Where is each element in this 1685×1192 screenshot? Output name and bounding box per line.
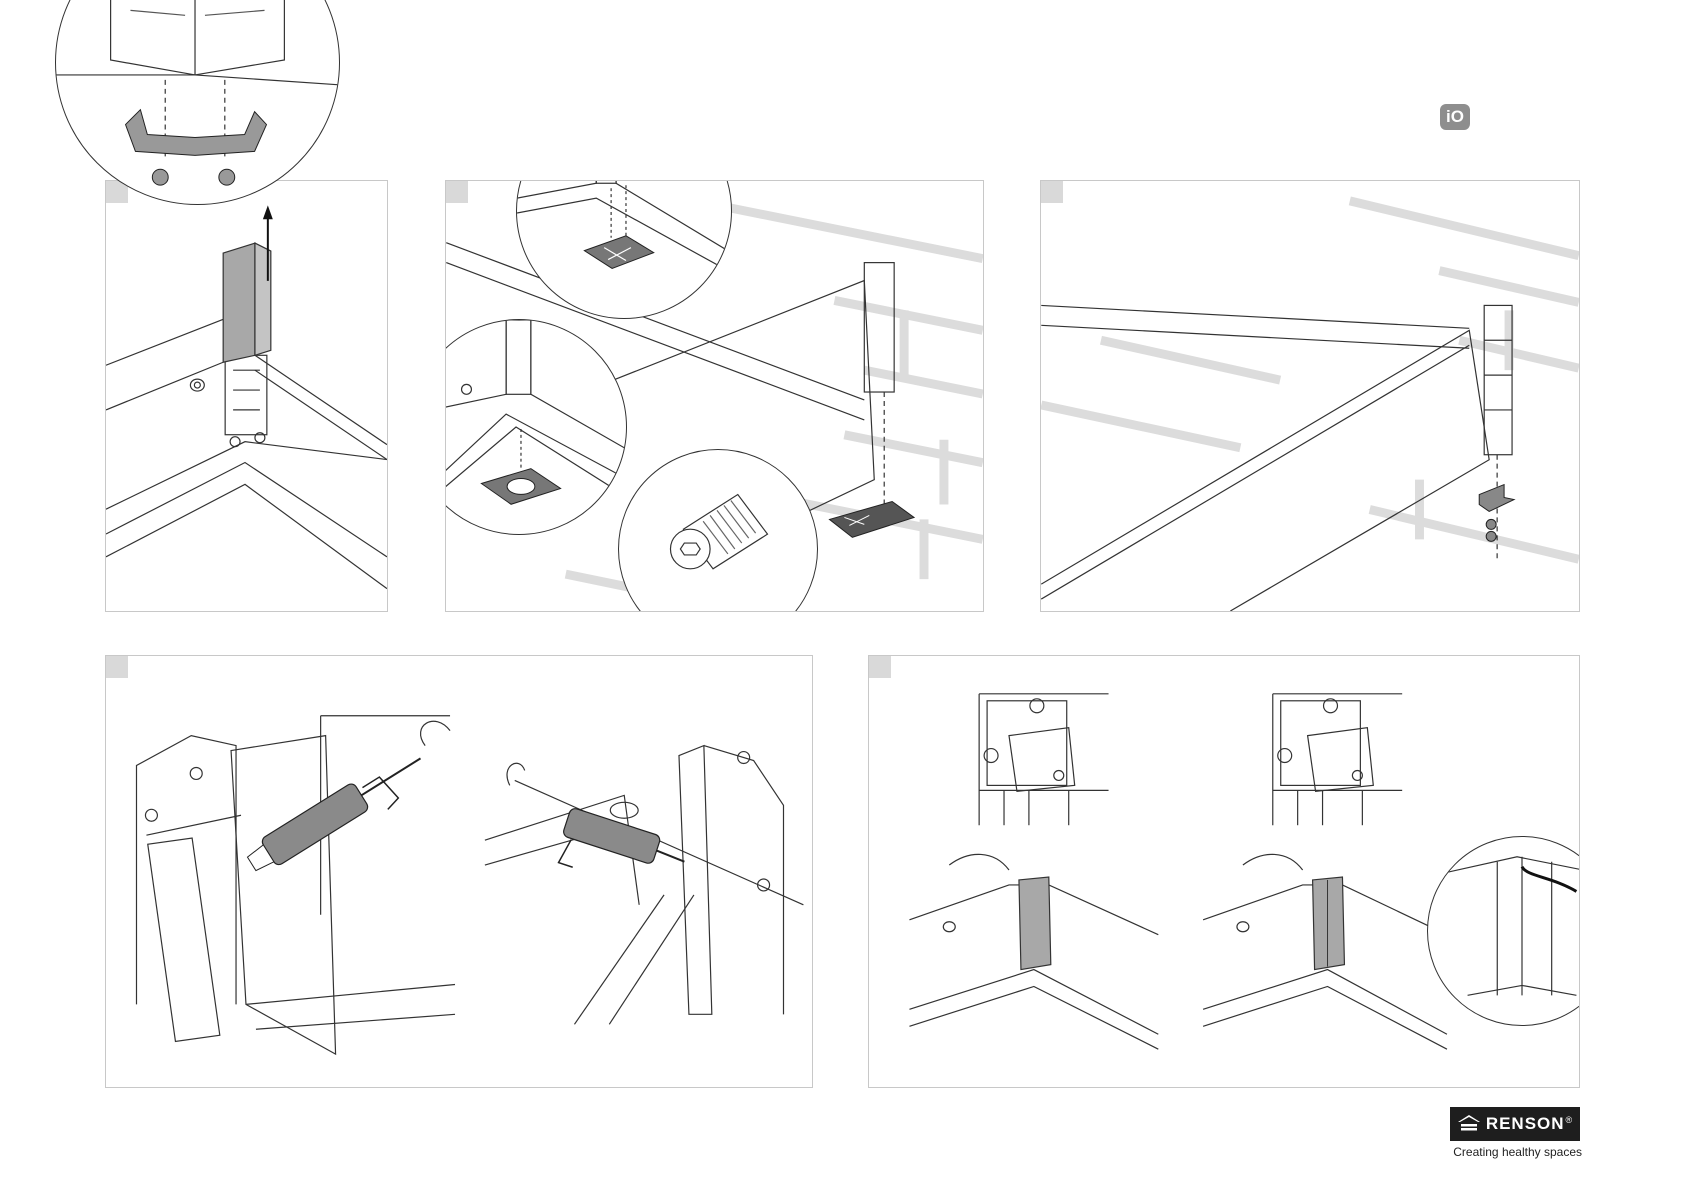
registered-mark: ® xyxy=(1566,1115,1573,1125)
screw-detail-loupe xyxy=(618,449,818,612)
detail-loupe-left xyxy=(445,319,627,535)
cable-detail-loupe xyxy=(1427,836,1580,1026)
step-3-panel xyxy=(1040,180,1580,612)
renson-logo: RENSON® xyxy=(1450,1107,1580,1141)
step-5-panel xyxy=(868,655,1580,1088)
corner-bracket-nuts-illustration xyxy=(1041,181,1579,611)
step-1-panel xyxy=(105,180,388,612)
step-4-panel xyxy=(105,655,813,1088)
logo-tagline: Creating healthy spaces xyxy=(1448,1145,1582,1159)
sealant-gun-application-illustration xyxy=(106,656,812,1087)
io-badge: iO xyxy=(1440,104,1470,130)
logo-wordmark: RENSON xyxy=(1486,1114,1565,1134)
renson-house-mark-icon xyxy=(1458,1115,1480,1133)
bracket-detail-loupe xyxy=(55,0,340,205)
corner-post-lift-out-illustration xyxy=(106,181,387,611)
step-2-panel xyxy=(445,180,984,612)
detail-loupe-top xyxy=(516,180,732,319)
